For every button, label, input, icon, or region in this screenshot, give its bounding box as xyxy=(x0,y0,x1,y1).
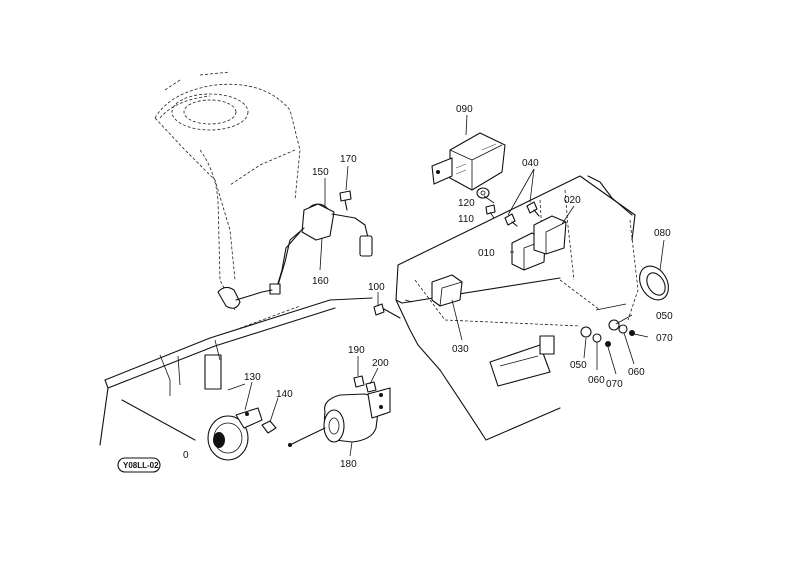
label-170: 170 xyxy=(340,154,357,165)
label-020: 020 xyxy=(564,195,581,206)
label-100: 100 xyxy=(368,282,385,293)
bolts-040 xyxy=(504,201,540,227)
label-140: 140 xyxy=(276,389,293,400)
drawing-code: Y08LL-02 xyxy=(123,461,159,470)
part-labels: 150 170 160 090 120 110 040 020 010 030 … xyxy=(244,104,673,470)
solenoid-assembly xyxy=(288,375,391,447)
flasher-unit-090 xyxy=(431,132,506,191)
label-200: 200 xyxy=(372,358,389,369)
label-050-left: 050 xyxy=(570,360,587,371)
label-150: 150 xyxy=(312,167,329,178)
label-180: 180 xyxy=(340,459,357,470)
horn-assembly xyxy=(207,407,277,461)
grommet-080 xyxy=(639,265,669,301)
label-160: 160 xyxy=(312,276,329,287)
leader-lines xyxy=(244,114,665,457)
right-panel xyxy=(395,175,639,441)
label-090: 090 xyxy=(456,104,473,115)
relay-030 xyxy=(431,274,463,307)
label-120: 120 xyxy=(458,198,475,209)
washers-110-120 xyxy=(476,187,496,215)
fuel-sensor-assembly xyxy=(217,190,373,309)
hardware-050-060-070 xyxy=(580,319,635,347)
machine-body-lower: 0 xyxy=(99,297,373,461)
svg-text:0: 0 xyxy=(183,450,189,461)
label-190: 190 xyxy=(348,345,365,356)
relay-020 xyxy=(533,215,567,255)
label-130: 130 xyxy=(244,372,261,383)
bolt-100 xyxy=(373,303,401,319)
label-050-right: 050 xyxy=(656,311,673,322)
label-060-left: 060 xyxy=(588,375,605,386)
label-040: 040 xyxy=(522,158,539,169)
label-030: 030 xyxy=(452,344,469,355)
label-010: 010 xyxy=(478,248,495,259)
label-060-right: 060 xyxy=(628,367,645,378)
label-070-left: 070 xyxy=(606,379,623,390)
drawing-code-stamp: Y08LL-02 xyxy=(117,457,161,473)
label-070-right: 070 xyxy=(656,333,673,344)
label-080: 080 xyxy=(654,228,671,239)
label-110: 110 xyxy=(458,214,474,225)
machine-body-upper xyxy=(154,71,301,311)
